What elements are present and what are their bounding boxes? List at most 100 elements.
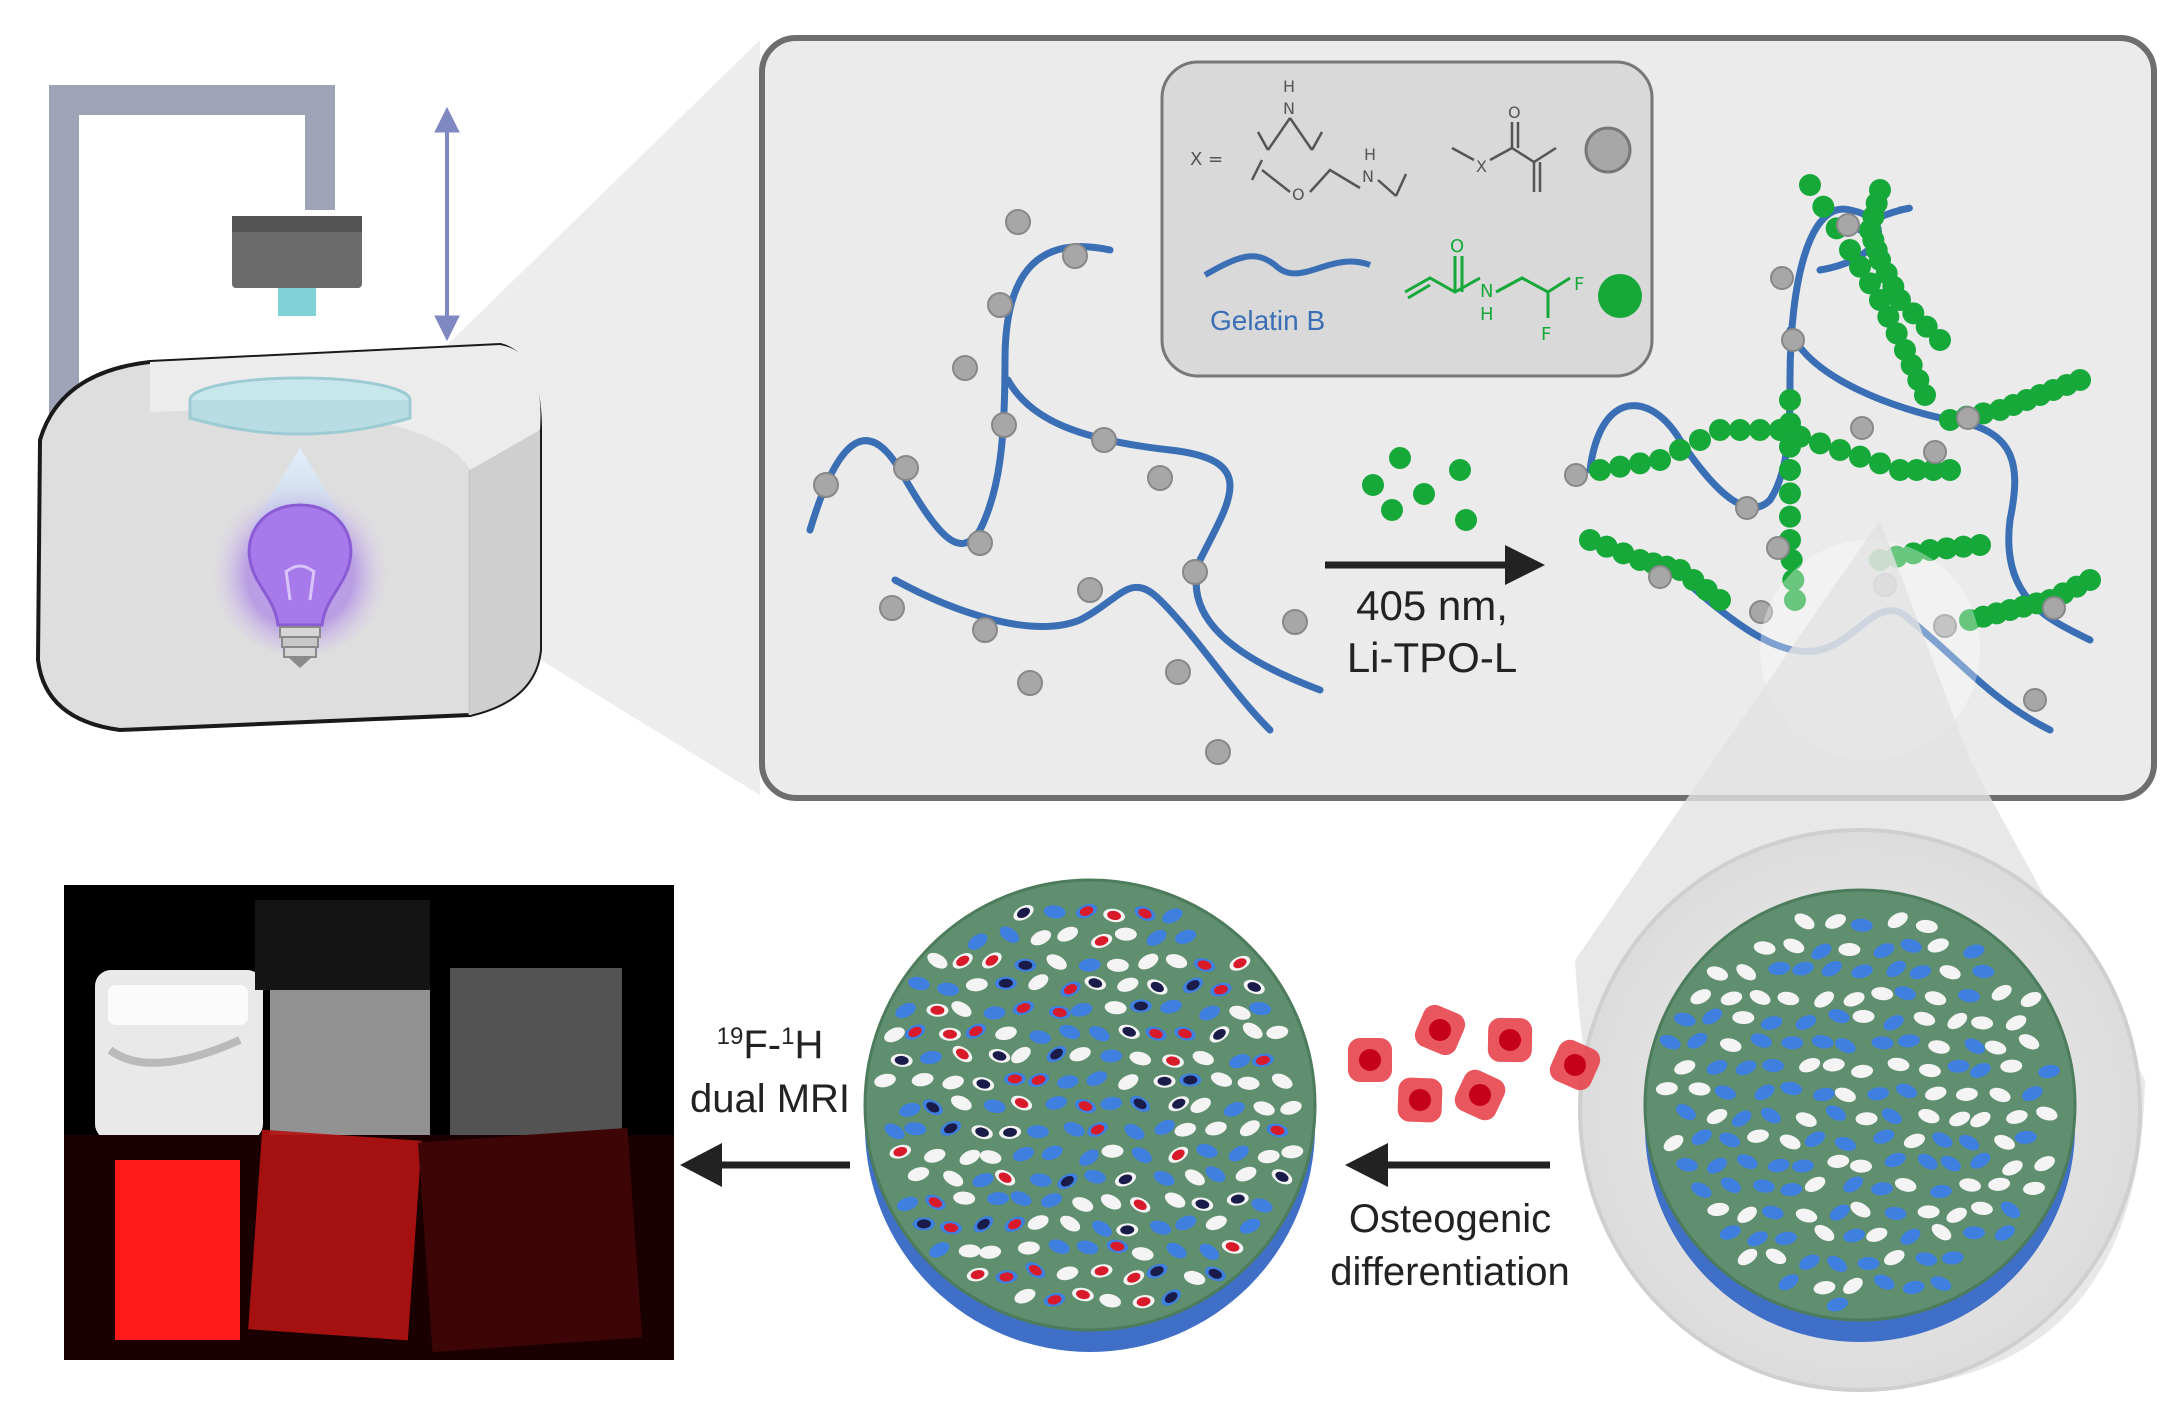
h-atom-label-2: H	[1364, 145, 1376, 164]
fluoro-bead	[1889, 289, 1911, 311]
proton-signal-weak	[450, 968, 622, 1136]
chemistry-panel-background	[759, 35, 2157, 801]
scaffold-disk-uncultured	[1643, 888, 2077, 1342]
fluoro-bead	[1709, 589, 1731, 611]
z-axis-arrow	[434, 106, 460, 342]
fluoro-bead	[1859, 272, 1881, 295]
fluoro-bead	[1935, 537, 1958, 560]
fluoro-bead	[1905, 459, 1928, 481]
osteogenic-arrow	[1345, 1143, 1550, 1187]
fluoro-bead	[1579, 529, 1601, 551]
fluoro-bead	[1922, 459, 1945, 481]
fluoro-bead	[1779, 412, 1801, 435]
stem-cell	[1487, 1017, 1533, 1063]
gelatin-label: Gelatin B	[1210, 305, 1325, 336]
fluoro-bead	[1929, 329, 1951, 351]
fluoro-bead	[1779, 505, 1801, 528]
fluoro-bead	[1779, 482, 1801, 505]
mri-image-panel	[64, 885, 674, 1360]
fluorine-signal-weak	[417, 1127, 643, 1353]
osteogenic-label: Osteogenic	[1349, 1197, 1551, 1241]
fluoro-bead	[1612, 542, 1635, 565]
ethylamine-linker-structure	[1250, 159, 1408, 197]
fluoro-bead	[1779, 435, 1801, 458]
fluoro-bead	[1809, 432, 1831, 455]
nh-linker-structure	[1256, 117, 1324, 151]
n-atom-label-2: N	[1362, 167, 1374, 186]
fluoro-bead	[1919, 539, 1941, 561]
fluoro-bead	[1877, 305, 1900, 328]
fluoro-bead	[1812, 195, 1835, 218]
stem-cells	[1348, 1004, 1601, 1123]
build-plate	[278, 288, 316, 316]
fluoro-bead	[1779, 459, 1801, 481]
proton-mri-row	[95, 900, 622, 1140]
fluoro-bead	[1885, 322, 1908, 345]
green-h-label: H	[1480, 304, 1494, 325]
fluoro-bead	[1902, 542, 1925, 565]
fluoro-bead	[1839, 239, 1861, 261]
fluorine-signal-medium	[248, 1129, 422, 1341]
fluoro-bead	[1829, 439, 1851, 461]
stem-cell	[1397, 1077, 1443, 1123]
fluoro-bead	[1889, 459, 1911, 481]
methacrylate-groups-right	[1564, 213, 2066, 712]
methacrylate-legend-dot	[1584, 126, 1632, 174]
fluoro-bead	[1669, 439, 1691, 461]
fluoro-bead	[1849, 255, 1871, 278]
stem-cell	[1348, 1038, 1392, 1082]
legend-box: X = H N O H N X O Gelatin B	[1160, 60, 1654, 378]
fluoro-bead	[1782, 569, 1805, 591]
fluoro-bead	[1689, 429, 1711, 451]
o-atom-label: O	[1292, 185, 1305, 204]
mri-arrow	[680, 1143, 850, 1187]
proton-signal-medium	[270, 965, 430, 1135]
h-atom-label: H	[1283, 77, 1295, 96]
green-n-label: N	[1480, 281, 1493, 302]
fluoro-bead	[1939, 409, 1961, 431]
fluoro-bead	[1915, 315, 1938, 338]
n-atom-label: N	[1283, 99, 1295, 118]
fluoro-bead	[2069, 369, 2091, 391]
print-head	[232, 216, 362, 288]
fluoro-bead	[1784, 589, 1806, 611]
fluoro-bead	[1609, 455, 1631, 478]
fluoro-bead	[1629, 452, 1651, 475]
fluoro-bead	[1849, 445, 1871, 468]
fluoro-bead	[1939, 459, 1961, 481]
reaction-arrow	[1325, 545, 1545, 585]
green-f-label-1: F	[1574, 274, 1584, 295]
difluoroethyl-acrylamide-structure	[1404, 256, 1571, 318]
fluoro-bead	[1869, 289, 1891, 311]
fluoro-bead	[2079, 569, 2101, 591]
methacryloyl-structure	[1451, 122, 1557, 192]
fluoro-bead	[1589, 459, 1611, 481]
scaffold-disk-differentiated	[863, 878, 1317, 1352]
free-monomers	[1362, 447, 1477, 531]
fluoro-bead	[1595, 535, 1618, 558]
light-bulb-icon	[210, 475, 390, 668]
fluoro-bead	[1952, 535, 1975, 558]
stem-cell	[1549, 1039, 1601, 1091]
chemistry-panel: X = H N O H N X O Gelatin B	[759, 35, 2157, 801]
fluoro-bead	[1902, 302, 1925, 325]
fluoro-monomer-legend-dot	[1598, 274, 1642, 318]
fluoro-bead	[1729, 419, 1751, 441]
fluoro-bead	[1649, 449, 1671, 471]
gelatin-legend-curve	[1203, 253, 1372, 278]
gelma-chains	[806, 243, 1324, 734]
stem-cell	[1454, 1069, 1506, 1121]
carbonyl-o-label: O	[1508, 103, 1521, 122]
fluorine-signal-strong	[115, 1160, 240, 1340]
fluoro-bead	[1969, 534, 1991, 556]
photoinitiator-label: Li-TPO-L	[1347, 634, 1517, 681]
fluoro-bead	[1799, 174, 1821, 196]
fluoro-bead	[1869, 452, 1891, 475]
wavelength-label: 405 nm,	[1356, 582, 1508, 629]
x-equals-label: X =	[1190, 149, 1223, 170]
fluoro-bead	[1914, 384, 1936, 406]
green-o-label: O	[1450, 236, 1464, 257]
dual-mri-isotopes-label: 19F-1H	[717, 1023, 824, 1067]
fluoro-bead	[1779, 389, 1801, 411]
